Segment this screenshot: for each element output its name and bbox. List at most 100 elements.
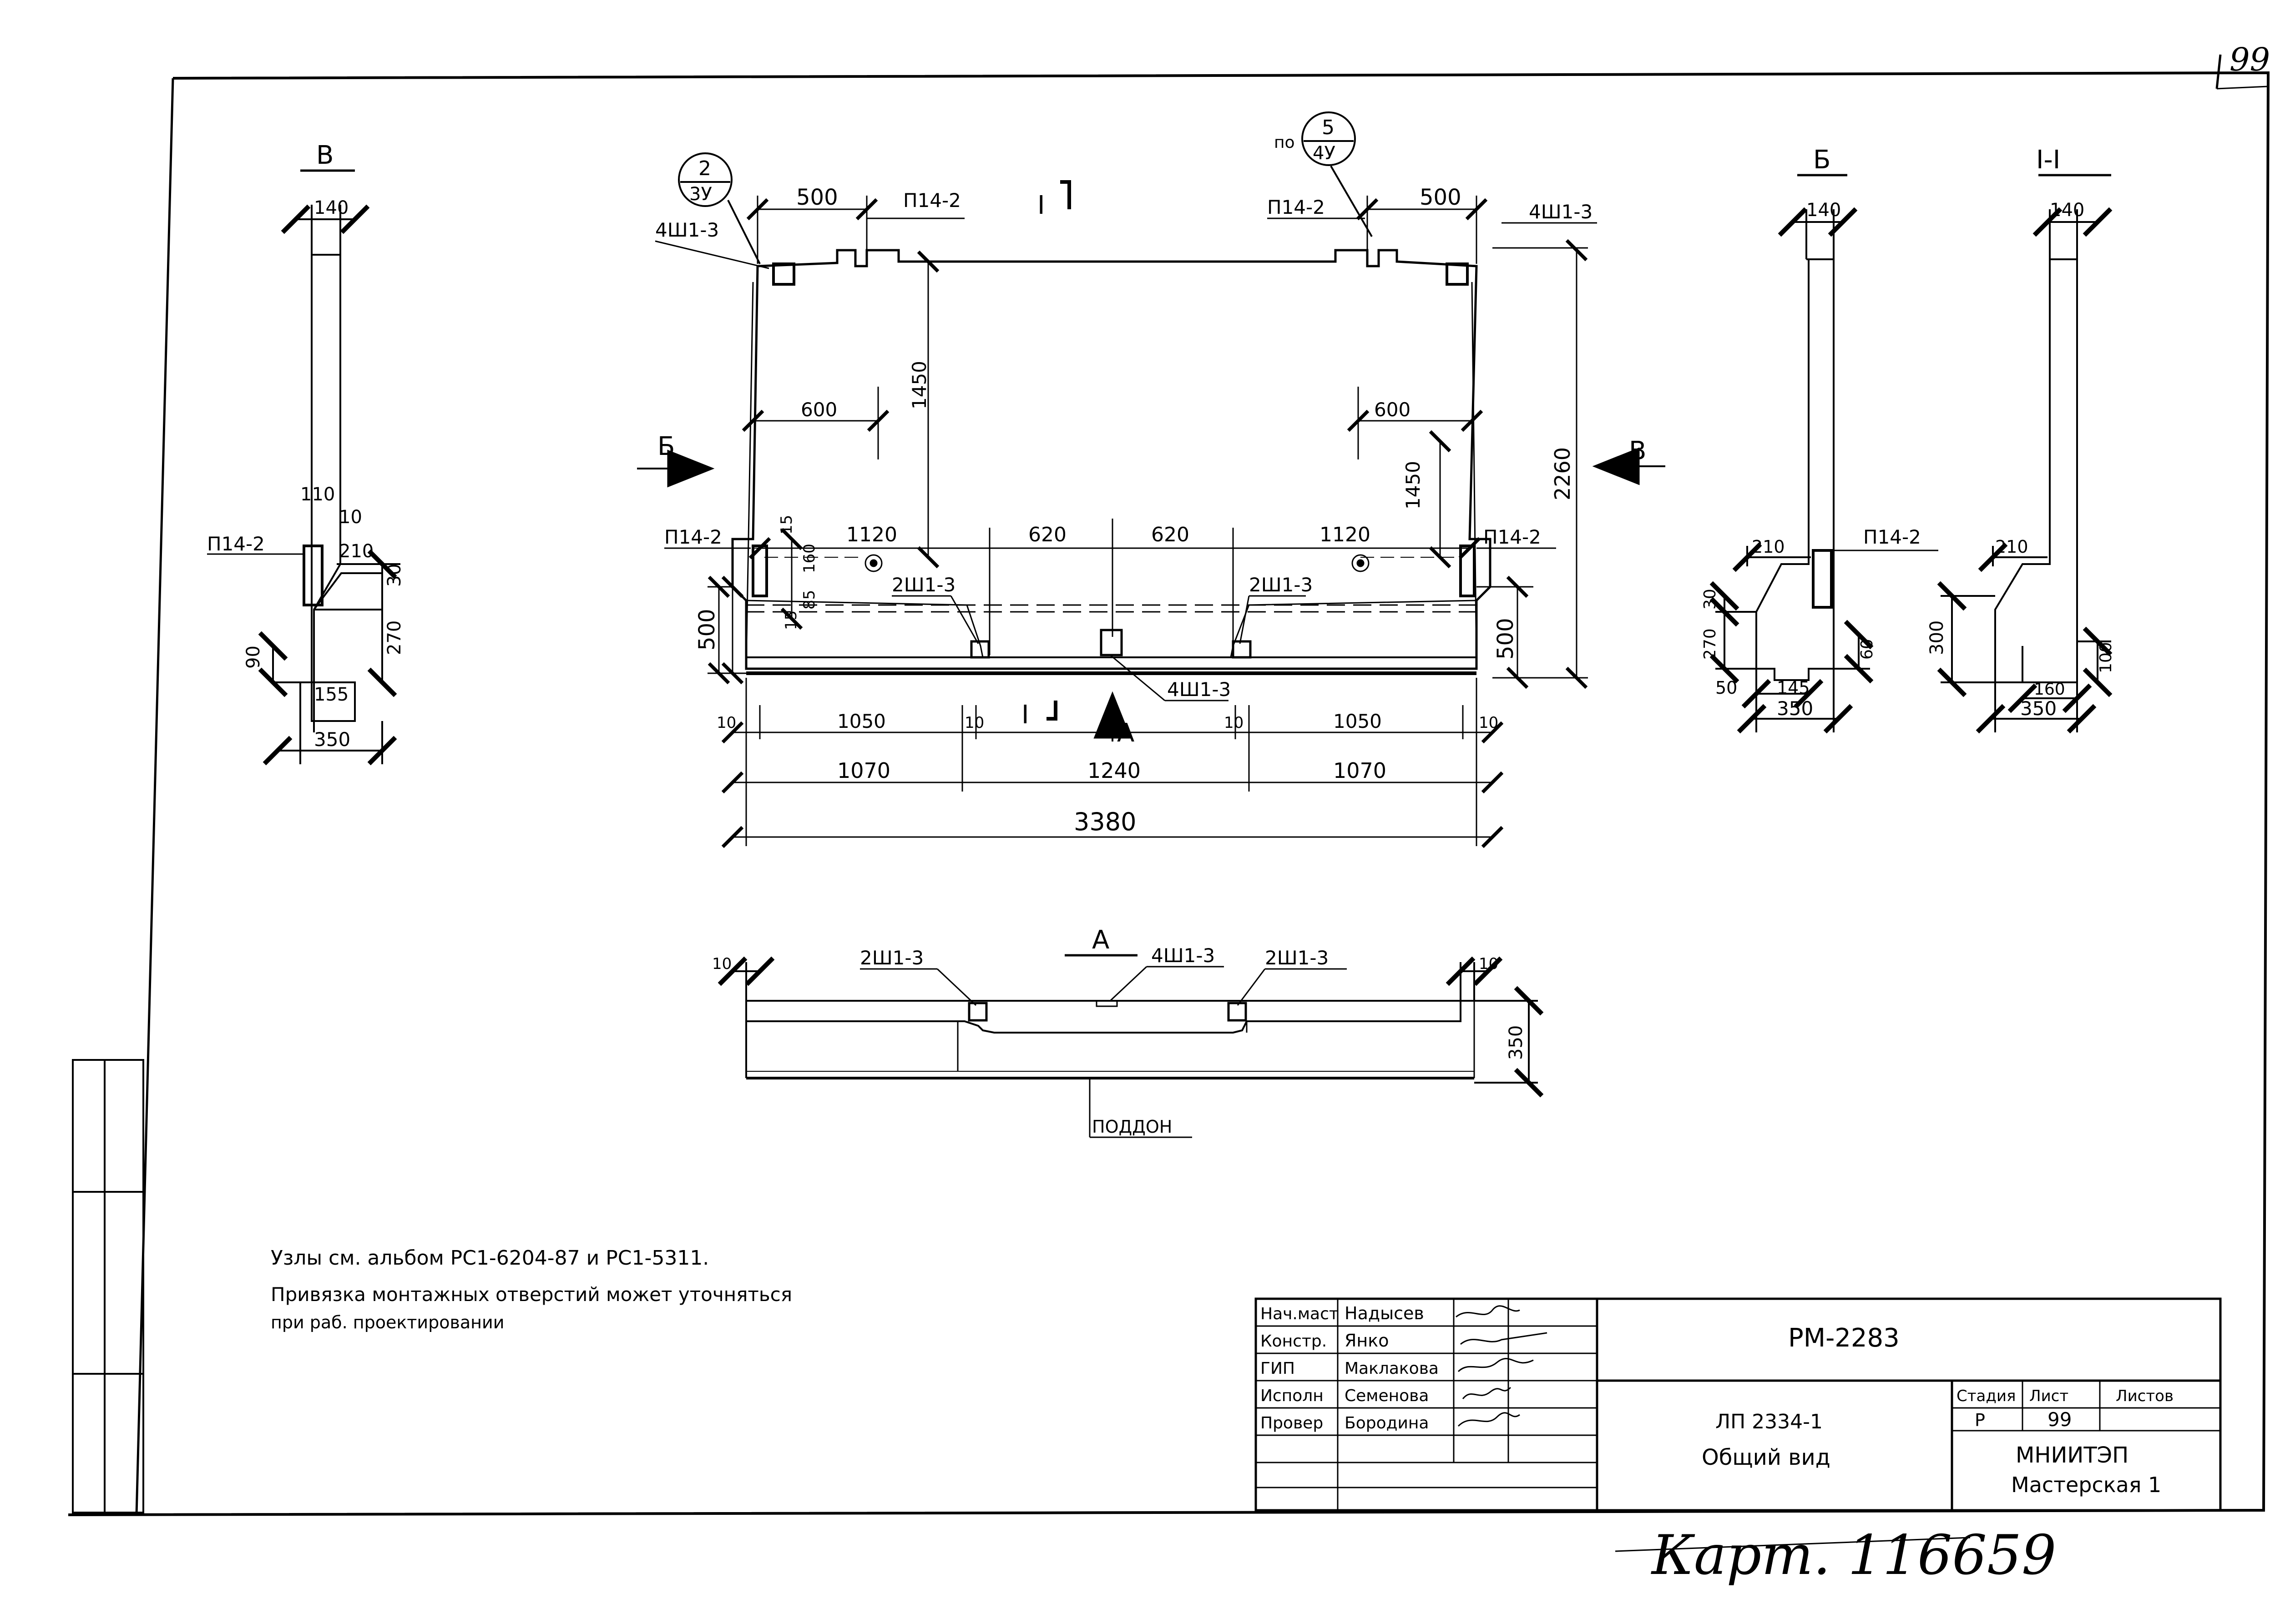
callout-right-top: 5	[1322, 116, 1335, 139]
tb-role-2: ГИП	[1260, 1359, 1295, 1378]
signatures	[1456, 1305, 1547, 1427]
view-a-dim-350: 350	[1506, 1025, 1527, 1060]
dim-85: 85	[800, 590, 819, 610]
view-v-dim-30: 30	[384, 564, 405, 587]
dim-600-left: 600	[801, 398, 837, 421]
view-v-dim-10: 10	[339, 507, 362, 528]
view-b-dim-210: 210	[1752, 537, 1785, 557]
section-1-title: I-I	[2036, 145, 2060, 175]
section-1-dim-210: 210	[1995, 537, 2028, 557]
view-v-dim-140: 140	[314, 197, 349, 218]
view-a-dim-10-right: 10	[1479, 955, 1498, 973]
view-b-dim-50: 50	[1715, 678, 1737, 698]
dim-row1-1: 1050	[837, 710, 886, 732]
tb-sheet: 99	[2048, 1408, 2072, 1431]
label-4sh-left: 4Ш1-3	[655, 219, 719, 241]
title-block-grid	[1254, 1297, 2222, 1512]
dim-1450-left: 1450	[908, 361, 930, 409]
view-v-dim-210: 210	[339, 541, 374, 562]
label-p14-low-left: П14-2	[664, 526, 722, 548]
view-a-arrow-label: А	[1117, 718, 1134, 748]
tb-item-title: Общий вид	[1702, 1445, 1830, 1470]
margin-strip	[72, 1059, 144, 1513]
view-a	[718, 954, 1544, 1138]
view-b-dim-30: 30	[1701, 589, 1719, 610]
corner-page-number: 99	[2230, 41, 2270, 78]
dim-row2-1: 1240	[1087, 758, 1141, 783]
dim-row1-3: 10	[1224, 714, 1244, 732]
main-view-outline	[731, 249, 1491, 675]
tb-role-4: Провер	[1260, 1414, 1323, 1432]
arrow-v-label: В	[1629, 436, 1646, 466]
note-line-1: Узлы см. альбом РС1-6204-87 и РС1-5311.	[271, 1246, 709, 1270]
callout-right-bottom: 4У	[1313, 143, 1335, 164]
section-cut-top	[1060, 180, 1071, 209]
label-p14-top-right: П14-2	[1267, 196, 1325, 218]
view-a-label-2: 2Ш1-3	[1265, 947, 1329, 969]
section-mark-bottom: I	[1021, 700, 1029, 730]
callout-left	[678, 152, 761, 264]
dim-620-left: 620	[1028, 523, 1067, 546]
callout-right-prefix: по	[1274, 133, 1295, 152]
leader-4sh-left	[655, 240, 769, 269]
section-1	[1937, 174, 2113, 734]
tb-stage: Р	[1975, 1410, 1985, 1430]
view-b-dim-270: 270	[1701, 628, 1719, 660]
view-b-title: Б	[1813, 145, 1830, 175]
tb-role-0: Нач.маст	[1260, 1305, 1339, 1323]
label-2sh-left: 2Ш1-3	[892, 574, 956, 596]
dim-row1-4: 1050	[1333, 710, 1382, 732]
tb-item-code: ЛП 2334-1	[1715, 1410, 1823, 1433]
view-b-label-p14: П14-2	[1863, 526, 1921, 548]
dim-row2-2: 1070	[1333, 758, 1386, 783]
callout-left-bottom: 3У	[689, 184, 712, 205]
view-v-dim-110: 110	[300, 484, 335, 505]
dim-600-right: 600	[1374, 398, 1410, 421]
tb-name-4: Бородина	[1345, 1414, 1429, 1432]
label-p14-low-right: П14-2	[1483, 526, 1541, 548]
tb-org-1: МНИИТЭП	[2016, 1442, 2128, 1468]
tb-role-3: Исполн	[1260, 1387, 1324, 1405]
archive-underline	[1615, 1537, 1971, 1552]
dim-row2-0: 1070	[837, 758, 890, 783]
note-line-3: при раб. проектировании	[271, 1312, 504, 1332]
section-cut-bottom	[1046, 701, 1057, 721]
dim-row1-5: 10	[1479, 714, 1498, 732]
view-a-dim-10-left: 10	[712, 955, 732, 973]
dim-160: 160	[800, 544, 819, 573]
dim-15b: 15	[782, 610, 800, 630]
section-1-dim-160: 160	[2034, 680, 2065, 699]
tb-col-sheet: Лист	[2029, 1387, 2068, 1405]
dim-500-height-right: 500	[1493, 618, 1518, 660]
dim-row1-2: 10	[965, 714, 984, 732]
tb-role-1: Констр.	[1260, 1332, 1327, 1351]
view-v-dim-270: 270	[384, 620, 405, 655]
callout-left-top: 2	[698, 157, 711, 180]
dim-total: 3380	[1074, 807, 1136, 836]
view-v-dim-350: 350	[314, 728, 350, 751]
view-a-pallet: ПОДДОН	[1092, 1117, 1172, 1137]
callout-right	[1301, 111, 1373, 237]
tb-name-0: Надысев	[1345, 1303, 1424, 1323]
view-v-title: В	[316, 141, 334, 170]
dim-2260: 2260	[1550, 447, 1575, 500]
view-b-dim-60: 60	[1858, 639, 1876, 660]
label-4sh-right: 4Ш1-3	[1529, 201, 1592, 223]
tb-doc-code: РМ-2283	[1788, 1323, 1900, 1353]
view-v	[258, 169, 400, 766]
dim-15a: 15	[778, 515, 796, 535]
view-b-dim-350: 350	[1777, 697, 1813, 720]
view-v-dim-90: 90	[243, 646, 264, 669]
dim-1120-right: 1120	[1320, 523, 1370, 546]
view-a-title: А	[1092, 925, 1109, 955]
dim-row1-0: 10	[717, 714, 736, 732]
leader-4sh-bottom	[1110, 654, 1165, 701]
view-b	[1709, 174, 1874, 734]
view-a-label-0: 2Ш1-3	[860, 947, 924, 969]
tb-name-3: Семенова	[1345, 1387, 1429, 1405]
label-p14-top-left: П14-2	[903, 189, 961, 212]
tb-name-2: Маклакова	[1345, 1359, 1439, 1378]
section-1-dim-350: 350	[2020, 697, 2057, 720]
leader-2sh-right-tail	[1239, 595, 1250, 644]
